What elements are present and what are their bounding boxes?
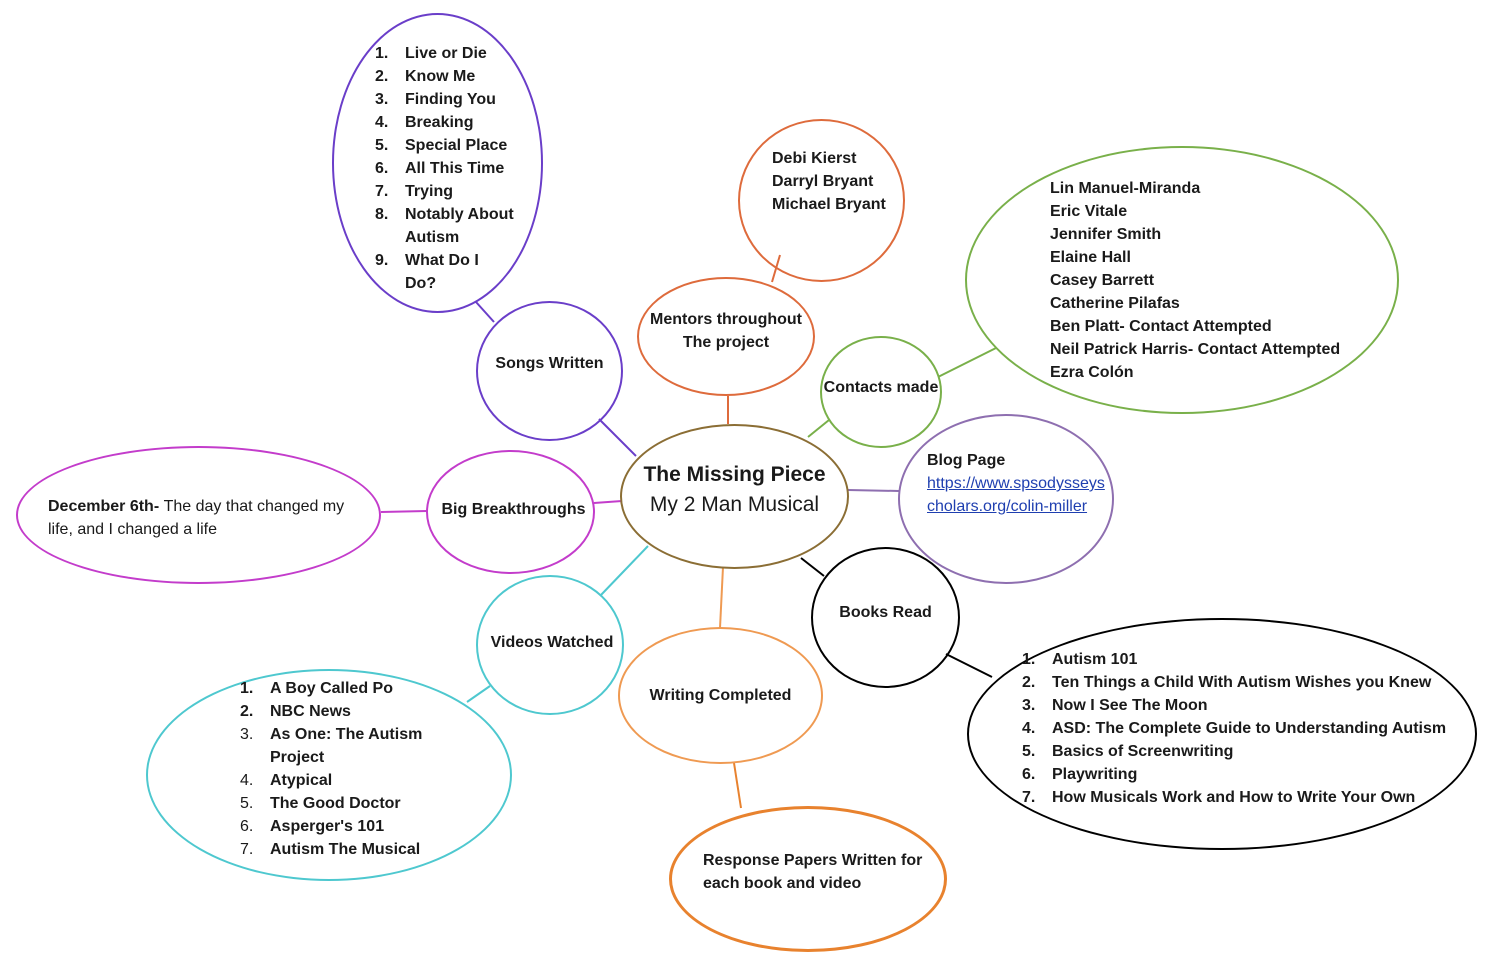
connector-songs-list [475,301,495,323]
list-item: Live or Die [375,42,487,65]
connector-center-videos [599,545,649,597]
songs-label: Songs Written [495,355,604,372]
list-item: Eric Vitale [1050,203,1128,220]
list-item: Basics of Screenwriting [1022,740,1234,763]
list-item: What Do I Do? [375,249,479,292]
list-item: Ezra Colón [1050,364,1134,381]
list-item: Ben Platt- Contact Attempted [1050,318,1272,335]
list-item: Breaking [375,111,474,134]
list-item: Autism 101 [1022,648,1138,671]
list-item: As One: The Autism Project [240,723,423,766]
connector-center-songs [598,418,637,457]
videos-list-node [146,669,512,881]
videos-list-text: A Boy Called Po NBC News As One: The Aut… [240,677,440,861]
videos-label: Videos Watched [490,634,614,651]
list-item: NBC News [240,700,351,723]
list-item: Casey Barrett [1050,272,1155,289]
list-item: Elaine Hall [1050,249,1131,266]
connector-breakthroughs-detail [380,510,428,513]
list-item: Special Place [375,134,508,157]
connector-center-breakthroughs [593,500,623,504]
contacts-node [820,336,942,448]
contacts-names-node [965,146,1399,414]
connector-center-books [800,557,825,577]
list-item: Debi Kierst [772,150,857,167]
list-item: Atypical [240,769,333,792]
blog-link[interactable]: https://www.spsodysseyscholars.org/colin… [927,475,1105,515]
connector-books-list [945,653,993,678]
list-item: Michael Bryant [772,196,886,213]
list-item: ASD: The Complete Guide to Understanding… [1022,717,1447,740]
songs-list-node [332,13,543,313]
mentors-node [637,277,815,396]
list-item: Autism The Musical [240,838,421,861]
mentors-names-text: Debi Kierst Darryl Bryant Michael Bryant [772,147,902,216]
blog-label: Blog Page [927,452,1006,469]
connector-center-contacts [807,419,830,438]
list-item: The Good Doctor [240,792,401,815]
contacts-names-text: Lin Manuel-Miranda Eric Vitale Jennifer … [1050,177,1380,384]
list-item: Notably About Autism [375,203,514,246]
list-item: Finding You [375,88,496,111]
connector-center-writing [719,566,724,629]
list-item: Neil Patrick Harris- Contact Attempted [1050,341,1341,358]
list-item: Trying [375,180,454,203]
connector-center-blog [847,489,900,492]
books-list: Autism 101 Ten Things a Child With Autis… [1022,648,1467,809]
list-item: How Musicals Work and How to Write Your … [1022,786,1416,809]
list-item: All This Time [375,157,505,180]
songs-list: Live or Die Know Me Finding You Breaking… [375,42,525,295]
mentors-names-list: Debi Kierst Darryl Bryant Michael Bryant [772,147,902,216]
response-node [669,806,947,952]
videos-list: A Boy Called Po NBC News As One: The Aut… [240,677,440,861]
list-item: Jennifer Smith [1050,226,1162,243]
center-node [620,424,849,569]
books-list-node [967,618,1477,850]
blog-node [898,414,1114,584]
breakthroughs-detail-node [16,446,381,584]
videos-node [476,575,624,715]
blog-text: Blog Page https://www.spsodysseyscholars… [927,449,1109,518]
list-item: Catherine Pilafas [1050,295,1180,312]
songs-list-text: Live or Die Know Me Finding You Breaking… [375,42,525,295]
books-list-text: Autism 101 Ten Things a Child With Autis… [1022,648,1467,809]
breakthroughs-detail-text: December 6th- The day that changed my li… [48,495,370,541]
breakthroughs-node [426,450,595,574]
list-item: Ten Things a Child With Autism Wishes yo… [1022,671,1432,694]
writing-label: Writing Completed [649,687,792,704]
center-subtitle: My 2 Man Musical [649,493,820,516]
list-item: A Boy Called Po [240,677,393,700]
list-item: Darryl Bryant [772,173,874,190]
list-item: Playwriting [1022,763,1138,786]
songs-node [476,301,623,441]
contacts-names-list: Lin Manuel-Miranda Eric Vitale Jennifer … [1050,177,1380,384]
connector-writing-response [733,762,742,809]
books-label: Books Read [839,604,932,621]
list-item: Now I See The Moon [1022,694,1208,717]
breakthrough-date: December 6th- [48,498,160,515]
books-node [811,547,960,688]
connector-videos-list [466,685,491,703]
breakthrough-description: The day that changed my life, and I chan… [48,498,345,538]
response-label: Response Papers Written for each book an… [703,852,923,892]
breakthroughs-label: Big Breakthroughs [441,501,586,518]
list-item: Asperger's 101 [240,815,385,838]
contacts-label: Contacts made [823,379,939,396]
connector-contacts-names [937,347,997,378]
list-item: Know Me [375,65,476,88]
mentors-names-node [738,119,905,282]
center-title: The Missing Piece [643,463,826,486]
writing-node [618,627,823,764]
list-item: Lin Manuel-Miranda [1050,180,1201,197]
mentors-label: Mentors throughout The project [650,311,802,351]
center-text: The Missing Piece My 2 Man Musical [624,460,845,520]
